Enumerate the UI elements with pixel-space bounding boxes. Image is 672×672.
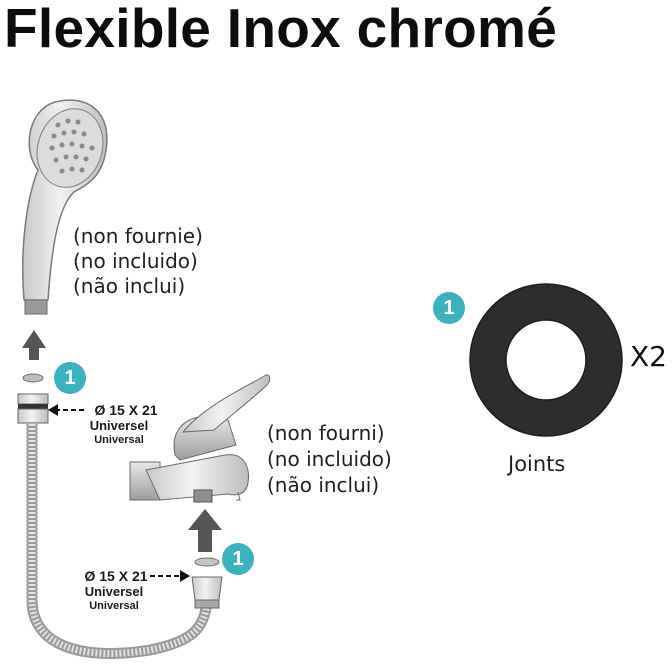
hose-nut-bottom bbox=[191, 576, 223, 609]
top-connector-size: Ø 15 X 21 bbox=[94, 402, 158, 418]
mixer-note-fr: (non fourni) bbox=[267, 421, 385, 445]
top-connector-label: Universel bbox=[89, 418, 149, 433]
shower-note-es: (no incluido) bbox=[73, 249, 198, 273]
number-badge-top: 1 bbox=[54, 362, 86, 394]
bottom-connector-size: Ø 15 X 21 bbox=[84, 568, 148, 584]
number-badge-bottom: 1 bbox=[222, 543, 254, 575]
page-title: Flexible Inox chromé bbox=[4, 0, 558, 59]
washer-top bbox=[22, 373, 44, 383]
seal-quantity: X2 bbox=[630, 340, 667, 373]
seal-ring bbox=[469, 283, 623, 437]
bottom-connector-sublabel: Universal bbox=[89, 600, 139, 612]
arrow-up-mixer bbox=[188, 509, 222, 552]
arrow-up-shower bbox=[22, 330, 46, 360]
washer-bottom bbox=[194, 557, 220, 567]
hose-braid bbox=[28, 424, 211, 657]
shower-note-fr: (non fournie) bbox=[73, 224, 203, 248]
mixer-note-es: (no incluido) bbox=[267, 447, 392, 471]
shower-head bbox=[22, 99, 108, 315]
shower-note-pt: (não inclui) bbox=[73, 274, 186, 298]
seal-label: Joints bbox=[508, 452, 566, 476]
hose-nut-top bbox=[17, 393, 49, 424]
leader-arrow-top bbox=[48, 404, 84, 416]
top-connector-sublabel: Universal bbox=[94, 434, 144, 446]
leader-arrow-bottom bbox=[150, 570, 190, 582]
bottom-connector-label: Universel bbox=[84, 584, 144, 599]
mixer-note-pt: (não inclui) bbox=[267, 473, 380, 497]
mixer-tap bbox=[129, 374, 271, 503]
number-badge-seal: 1 bbox=[433, 292, 465, 324]
